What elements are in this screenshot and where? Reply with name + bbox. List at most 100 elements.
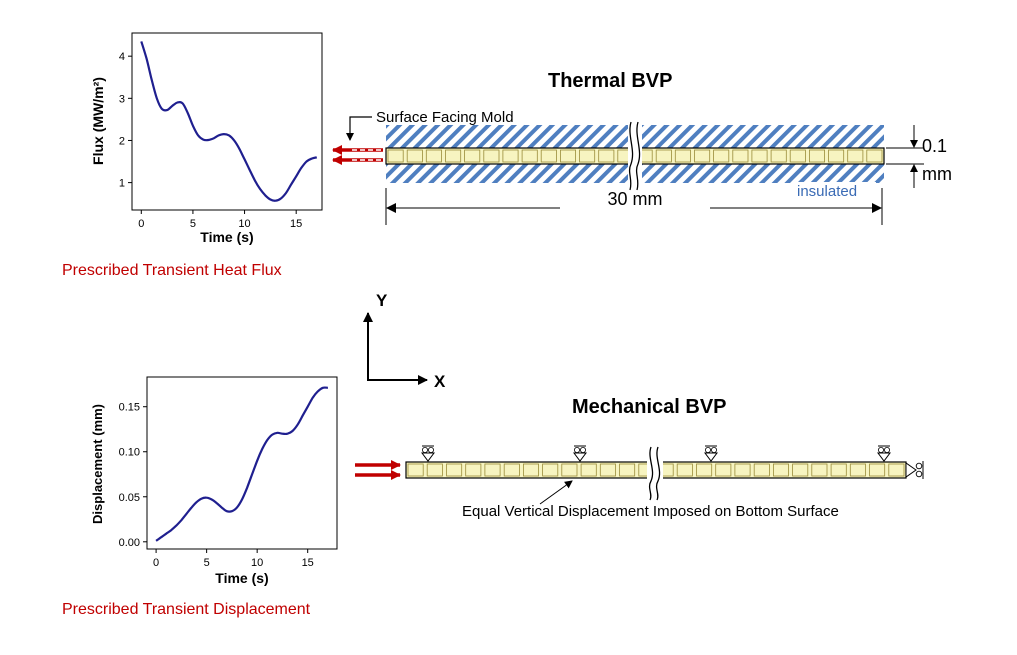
- x-tick-label: 10: [238, 218, 250, 230]
- mesh-element: [407, 463, 424, 477]
- mesh-element: [425, 149, 442, 163]
- y-tick-label: 0.10: [119, 447, 140, 459]
- y-tick-label: 0.15: [119, 402, 140, 414]
- mesh-element: [599, 463, 616, 477]
- mesh-element: [773, 463, 790, 477]
- bottom-note-arrow: [539, 480, 573, 505]
- mesh-element: [465, 463, 482, 477]
- mesh-element: [598, 149, 615, 163]
- mesh-element: [484, 463, 501, 477]
- mesh-element: [446, 463, 463, 477]
- mesh-element: [483, 149, 500, 163]
- displacement-arrows: [355, 460, 401, 480]
- mechanical-bar: [405, 446, 907, 501]
- break-line-thermal-right: [635, 121, 641, 191]
- y-tick-label: 0.05: [119, 492, 140, 504]
- mesh-element: [540, 149, 557, 163]
- length-label: 30 mm: [607, 189, 662, 209]
- hatch-bottom-left: [386, 163, 630, 183]
- mesh-element: [676, 463, 693, 477]
- hatch-top-left: [386, 125, 630, 148]
- mesh-element: [696, 463, 713, 477]
- mesh-element: [770, 149, 787, 163]
- mesh-element: [734, 463, 751, 477]
- mesh-element: [502, 149, 519, 163]
- mesh-element: [866, 149, 883, 163]
- mesh-element: [387, 149, 404, 163]
- mesh-element: [809, 149, 826, 163]
- x-tick-label: 0: [153, 557, 159, 569]
- break-gap-thermal: [628, 118, 642, 188]
- thickness-dimension: [886, 125, 924, 188]
- y-tick-label: 4: [119, 51, 125, 63]
- x-tick-label: 15: [290, 218, 302, 230]
- thermal-bar: [385, 118, 885, 200]
- mesh-element: [674, 149, 691, 163]
- roller-support-icon: [421, 445, 435, 462]
- disp-xlabel: Time (s): [215, 570, 268, 586]
- roller-support-icon: [573, 445, 587, 462]
- x-tick-label: 10: [251, 557, 263, 569]
- mesh-element: [561, 463, 578, 477]
- y-tick-label: 1: [119, 178, 125, 190]
- coordinate-axes: [363, 312, 428, 385]
- flux-xlabel: Time (s): [200, 229, 253, 245]
- flux-ylabel: Flux (MW/m²): [90, 77, 106, 165]
- mesh-element: [713, 149, 730, 163]
- break-line-mech-right: [655, 446, 661, 501]
- y-tick-label: 2: [119, 135, 125, 147]
- insulated-label: insulated: [797, 183, 857, 200]
- mesh-element: [580, 463, 597, 477]
- mesh-element: [560, 149, 577, 163]
- mesh-element: [445, 149, 462, 163]
- mechanical-title: Mechanical BVP: [572, 396, 727, 418]
- flux-caption: Prescribed Transient Heat Flux: [62, 262, 282, 279]
- mesh-element: [619, 463, 636, 477]
- heat-flux-arrows: [332, 145, 383, 165]
- mesh-element: [521, 149, 538, 163]
- roller-supports: [421, 445, 891, 462]
- flux-curve: [140, 41, 318, 202]
- y-tick-label: 3: [119, 93, 125, 105]
- bottom-surface-note: Equal Vertical Displacement Imposed on B…: [462, 503, 839, 520]
- roller-support-icon: [877, 445, 891, 462]
- mesh-element: [732, 149, 749, 163]
- thickness-value: 0.1: [922, 136, 947, 156]
- hatch-top-right: [640, 125, 884, 148]
- hatch-bottom-right: [640, 163, 884, 183]
- roller-support-icon: [704, 445, 718, 462]
- thickness-unit: mm: [922, 164, 952, 184]
- mesh-element: [542, 463, 559, 477]
- mesh-element: [789, 149, 806, 163]
- thermal-title: Thermal BVP: [548, 70, 672, 92]
- disp-ylabel: Displacement (mm): [90, 404, 105, 524]
- insulated-label-bg: [796, 182, 876, 200]
- mesh-element: [888, 463, 905, 477]
- mesh-element: [464, 149, 481, 163]
- mesh-element: [830, 463, 847, 477]
- mesh-element: [694, 149, 711, 163]
- x-tick-label: 5: [204, 557, 210, 569]
- disp-caption: Prescribed Transient Displacement: [62, 601, 311, 618]
- mesh-element: [792, 463, 809, 477]
- mesh-element: [715, 463, 732, 477]
- y-axis-label: Y: [376, 291, 388, 310]
- mesh-element: [828, 149, 845, 163]
- mesh-element: [655, 149, 672, 163]
- mesh-element: [426, 463, 443, 477]
- mesh-element: [847, 149, 864, 163]
- break-line-mech-left: [648, 446, 654, 501]
- x-tick-label: 15: [302, 557, 314, 569]
- mesh-element: [503, 463, 520, 477]
- x-tick-label: 0: [138, 218, 144, 230]
- surface-callout-line: [346, 116, 372, 141]
- mesh-element: [869, 463, 886, 477]
- disp-plot-frame: [146, 376, 338, 550]
- mesh-element: [406, 149, 423, 163]
- mesh-element: [523, 463, 540, 477]
- side-support-icon: [905, 461, 924, 479]
